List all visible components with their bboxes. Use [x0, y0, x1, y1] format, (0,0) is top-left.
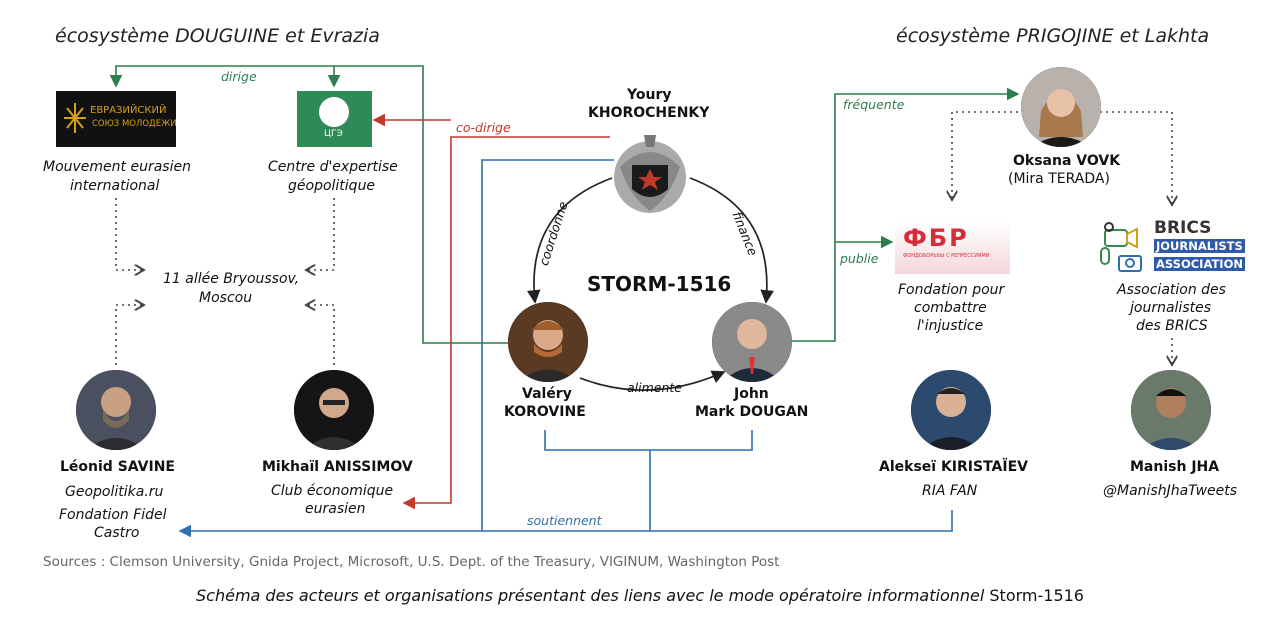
brics-label-3: des BRICS	[1136, 318, 1208, 334]
brics-logo-3: ASSOCIATION	[1154, 257, 1245, 271]
kiristaiev-name: Alekseï KIRISTAÏEV	[879, 459, 1028, 475]
savine-org-3: Castro	[94, 525, 140, 541]
fondation-logo-text: ФБР	[903, 224, 969, 252]
dougan-last: Mark DOUGAN	[695, 404, 809, 420]
edge-dotted	[115, 111, 1172, 365]
mouvement-label-1: Mouvement eurasien	[43, 159, 191, 175]
centre-label-1: Centre d'expertise	[268, 159, 398, 175]
kiristaiev-org: RIA FAN	[922, 483, 978, 499]
brics-logo-2: JOURNALISTS	[1154, 239, 1245, 253]
mouvement-logo: ЕВРАЗИЙСКИЙ СОЮЗ МОЛОДЕЖИ	[56, 91, 177, 147]
gru-emblem-icon	[610, 127, 690, 217]
edge-soutiennent	[178, 159, 953, 538]
vovk-alias: (Mira TERADA)	[1008, 171, 1110, 187]
edge-black-curves	[526, 177, 774, 391]
savine-photo	[76, 370, 156, 450]
anissimov-photo	[294, 370, 374, 450]
globe-icon	[319, 97, 349, 127]
address-line-2: Moscou	[199, 290, 253, 306]
label-soutiennent: soutiennent	[527, 513, 602, 528]
jha-handle: @ManishJhaTweets	[1103, 483, 1238, 499]
header-right: écosystème PRIGOJINE et Lakhta	[896, 25, 1210, 47]
mouvement-logo-line1: ЕВРАЗИЙСКИЙ	[90, 105, 167, 116]
label-co-dirige: co-dirige	[456, 120, 511, 135]
brics-label-1: Association des	[1117, 282, 1226, 298]
header-left: écosystème DOUGUINE et Evrazia	[55, 25, 380, 47]
star-icon	[64, 103, 86, 133]
fondation-logo: ФБР ФОНДОБОРЬБЫ С РЕПРЕССИЯМИ	[895, 222, 1010, 274]
centre-label-2: géopolitique	[288, 178, 376, 194]
center-title: STORM-1516	[587, 272, 732, 296]
label-frequente: fréquente	[843, 97, 905, 112]
edge-frequente	[792, 87, 1020, 342]
savine-name: Léonid SAVINE	[60, 459, 175, 475]
savine-org-2: Fondation Fidel	[59, 507, 167, 523]
mouvement-logo-line2: СОЮЗ МОЛОДЕЖИ	[92, 119, 177, 129]
caption-tail: Storm-1516	[989, 586, 1084, 605]
label-dirige: dirige	[221, 69, 257, 84]
label-alimente: alimente	[627, 380, 682, 395]
brics-camera-icon	[1095, 218, 1150, 274]
fondation-label-3: l'injustice	[917, 318, 984, 334]
leader-last: KHOROCHENKY	[588, 105, 710, 121]
korovine-photo	[508, 302, 588, 382]
caption-main: Schéma des acteurs et organisations prés…	[196, 586, 985, 605]
jha-name: Manish JHA	[1130, 459, 1220, 475]
label-publie: publie	[840, 251, 879, 266]
address-line-1: 11 allée Bryoussov,	[163, 271, 300, 287]
vovk-photo	[1021, 67, 1101, 147]
dougan-first: John	[734, 386, 769, 402]
centre-logo-text: ЦГЭ	[324, 129, 343, 139]
brics-logo-1: BRICS	[1154, 218, 1212, 238]
kiristaiev-photo	[911, 370, 991, 450]
anissimov-org-1: Club économique	[271, 483, 394, 499]
savine-org-1: Geopolitika.ru	[65, 484, 164, 500]
edge-dirige	[109, 65, 510, 344]
fondation-label-2: combattre	[914, 300, 987, 316]
centre-logo: ЦГЭ	[297, 91, 372, 147]
dougan-photo	[712, 302, 792, 382]
anissimov-org-2: eurasien	[305, 501, 366, 517]
vovk-name: Oksana VOVK	[1013, 153, 1121, 169]
anissimov-name: Mikhaïl ANISSIMOV	[262, 459, 413, 475]
fondation-label-1: Fondation pour	[898, 282, 1005, 298]
korovine-last: KOROVINE	[504, 404, 586, 420]
jha-photo	[1131, 370, 1211, 450]
sources: Sources : Clemson University, Gnida Proj…	[43, 554, 780, 570]
mouvement-label-2: international	[70, 178, 160, 194]
korovine-first: Valéry	[522, 386, 572, 402]
caption: Schéma des acteurs et organisations prés…	[0, 586, 1280, 605]
fondation-logo-sub: ФОНДОБОРЬБЫ С РЕПРЕССИЯМИ	[903, 253, 990, 259]
leader-first: Youry	[627, 87, 672, 103]
brics-label-2: journalistes	[1130, 300, 1212, 316]
edge-co-dirige	[372, 113, 610, 510]
